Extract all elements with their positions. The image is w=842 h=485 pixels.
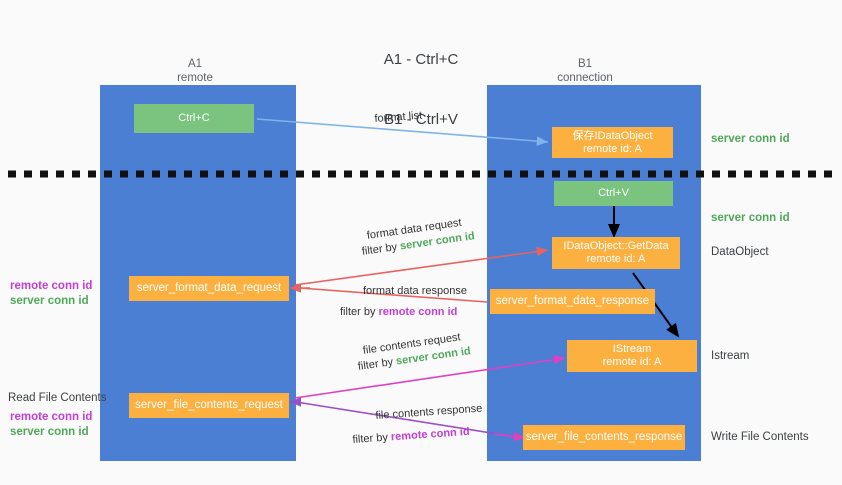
box-save-idataobject[interactable]: 保存IDataObject remote id: A (552, 127, 673, 158)
label-format-data-response-filter: filter by remote conn id (340, 305, 457, 319)
box-server-file-contents-request-label: server_file_contents_request (135, 399, 283, 411)
column-a1-sub: remote (177, 71, 213, 84)
box-istream-line1: IStream (612, 343, 652, 355)
box-server-file-contents-response[interactable]: server_file_contents_response (523, 425, 685, 450)
box-ctrl-c-label: Ctrl+C (178, 112, 210, 124)
box-ctrl-v[interactable]: Ctrl+V (554, 181, 673, 206)
left-label-server-conn-id-1: server conn id (10, 295, 89, 307)
box-save-idataobject-line1: 保存IDataObject (572, 129, 653, 142)
box-server-format-data-request-label: server_format_data_request (136, 282, 282, 294)
filter-key-remote-conn-id: remote conn id (390, 425, 470, 444)
filter-prefix: filter by (357, 355, 397, 373)
box-ctrl-v-label: Ctrl+V (598, 187, 629, 199)
filter-prefix: filter by (340, 306, 379, 318)
right-label-server-conn-id-mid: server conn id (711, 212, 790, 224)
box-server-format-data-response[interactable]: server_format_data_response (490, 289, 655, 314)
box-getdata-line2: remote id: A (586, 253, 646, 265)
left-label-remote-conn-id-1: remote conn id (10, 280, 93, 292)
box-idataobject-getdata[interactable]: IDataObject::GetData remote id: A (552, 237, 680, 269)
column-header-b1: B1 connection (495, 58, 675, 85)
label-file-contents-response: file contents response (375, 402, 483, 422)
left-label-remote-conn-id-2: remote conn id (10, 411, 93, 423)
right-label-server-conn-id-top: server conn id (711, 133, 790, 145)
box-istream[interactable]: IStream remote id: A (567, 340, 697, 372)
box-ctrl-c[interactable]: Ctrl+C (134, 104, 254, 133)
box-getdata-line1: IDataObject::GetData (563, 240, 669, 252)
filter-key-remote-conn-id: remote conn id (378, 306, 458, 318)
left-label-server-conn-id-2: server conn id (10, 426, 89, 438)
column-a1-name: A1 (187, 58, 203, 70)
box-server-format-data-response-label: server_format_data_response (495, 295, 650, 307)
box-server-format-data-request[interactable]: server_format_data_request (129, 276, 289, 301)
filter-prefix: filter by (352, 431, 392, 446)
left-label-read-file-contents: Read File Contents (8, 392, 107, 404)
label-format-data-response: format data response (363, 285, 467, 297)
right-label-write-file-contents: Write File Contents (711, 431, 809, 443)
title-line-1: A1 - Ctrl+C (383, 51, 459, 68)
box-save-idataobject-line2: remote id: A (583, 142, 642, 155)
column-b1-name: B1 (577, 58, 593, 70)
label-file-contents-response-filter: filter by remote conn id (352, 425, 470, 447)
right-label-dataobject: DataObject (711, 246, 769, 258)
right-label-istream: Istream (711, 350, 750, 362)
box-server-file-contents-request[interactable]: server_file_contents_request (129, 393, 289, 418)
filter-prefix: filter by (361, 240, 401, 258)
box-server-file-contents-response-label: server_file_contents_response (525, 431, 683, 443)
column-b1-sub: connection (557, 71, 613, 84)
column-header-a1: A1 remote (105, 58, 285, 85)
box-istream-line2: remote id: A (602, 356, 662, 368)
